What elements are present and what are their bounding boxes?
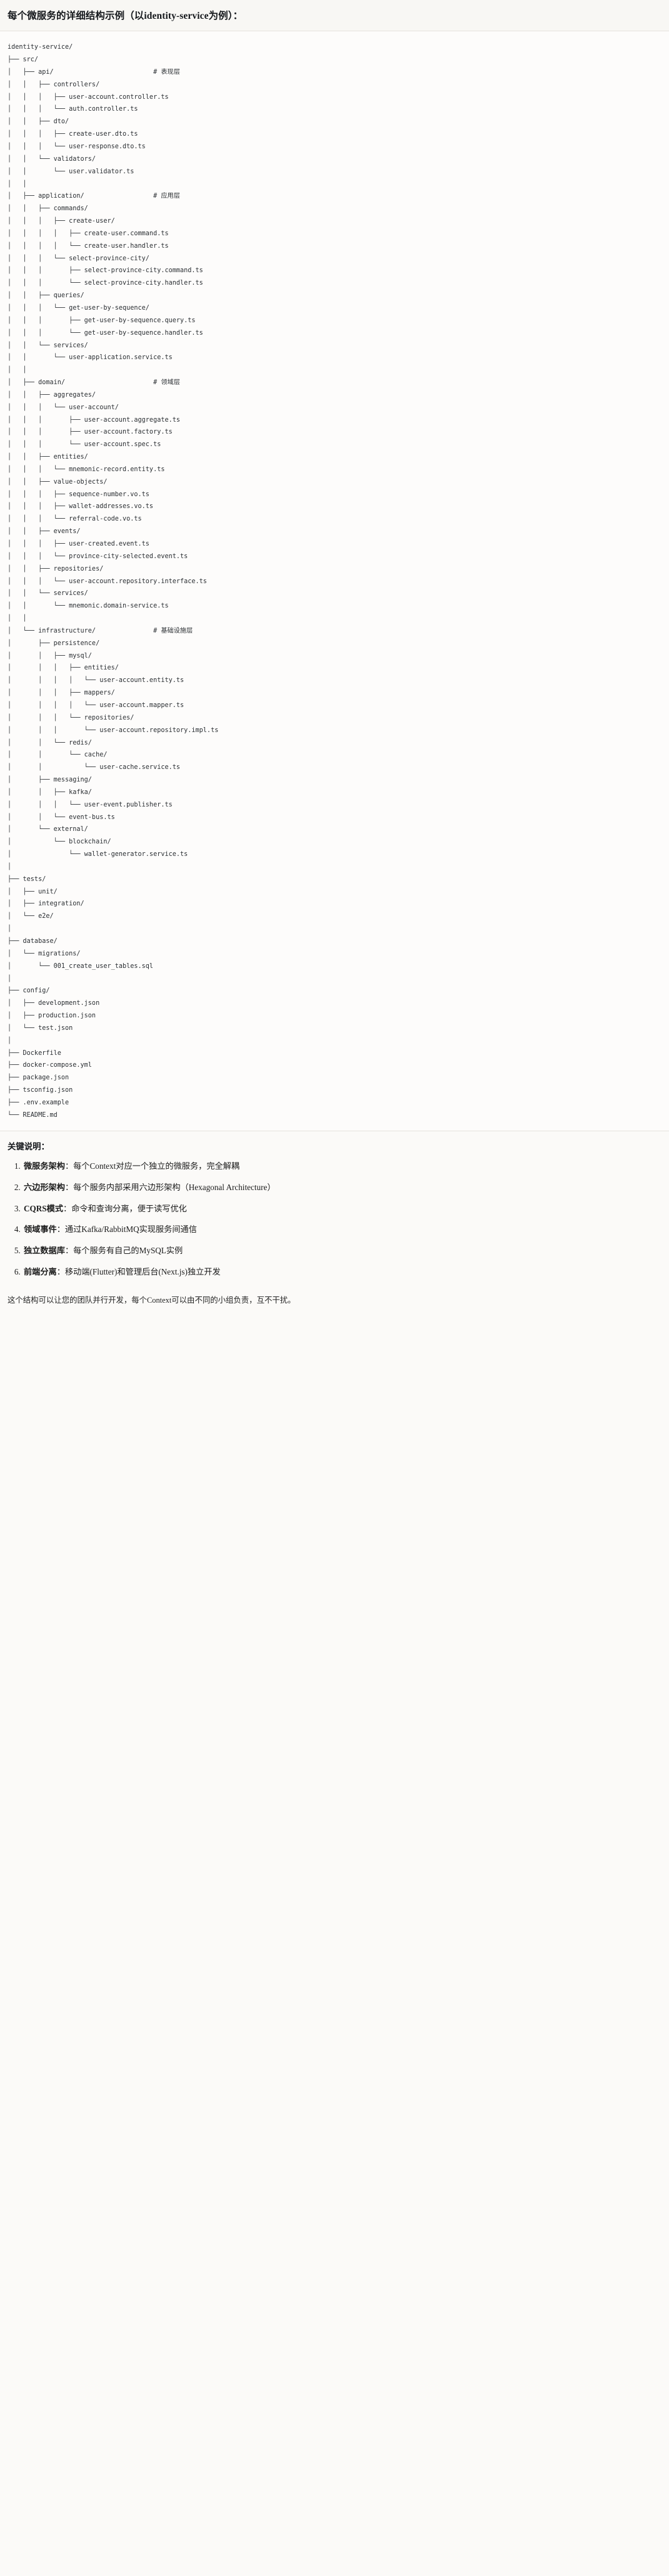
note-term: 领域事件	[24, 1224, 57, 1235]
list-item: 领域事件：通过Kafka/RabbitMQ实现服务间通信	[23, 1223, 661, 1236]
list-item: 前端分离：移动端(Flutter)和管理后台(Next.js)独立开发	[23, 1265, 661, 1279]
note-term: 前端分离	[24, 1267, 57, 1276]
note-desc: ：通过Kafka/RabbitMQ实现服务间通信	[56, 1224, 197, 1235]
list-item: 独立数据库：每个服务有自己的MySQL实例	[23, 1244, 661, 1258]
closing-paragraph: 这个结构可以让您的团队并行开发，每个Context可以由不同的小组负责，互不干扰…	[8, 1295, 296, 1305]
note-term: 独立数据库	[24, 1246, 65, 1256]
note-desc: ：移动端(Flutter)和管理后台(Next.js)独立开发	[56, 1267, 221, 1276]
title-section: 每个微服务的详细结构示例（以identity-service为例）：	[0, 0, 669, 32]
list-item: CQRS模式：命令和查询分离，便于读写优化	[23, 1202, 661, 1216]
note-term: 微服务架构	[24, 1161, 65, 1171]
key-notes-section: 关键说明： 微服务架构：每个Context对应一个独立的微服务，完全解耦 六边形…	[0, 1131, 669, 1290]
key-notes-list: 微服务架构：每个Context对应一个独立的微服务，完全解耦 六边形架构：每个服…	[8, 1159, 661, 1279]
page-title: 每个微服务的详细结构示例（以identity-service为例）：	[8, 11, 243, 21]
note-desc: ：每个服务内部采用六边形架构（Hexagonal Architecture）	[64, 1182, 276, 1192]
list-item: 微服务架构：每个Context对应一个独立的微服务，完全解耦	[23, 1159, 661, 1173]
directory-tree-section: identity-service/ ├── src/ │ ├── api/ # …	[0, 31, 669, 1131]
key-notes-heading: 关键说明：	[8, 1141, 49, 1151]
list-item: 六边形架构：每个服务内部采用六边形架构（Hexagonal Architectu…	[23, 1181, 661, 1194]
note-term: 六边形架构	[24, 1182, 65, 1192]
note-desc: ：每个Context对应一个独立的微服务，完全解耦	[64, 1161, 240, 1171]
note-desc: ：每个服务有自己的MySQL实例	[64, 1246, 183, 1256]
directory-tree: identity-service/ ├── src/ │ ├── api/ # …	[8, 44, 219, 1119]
note-term: CQRS模式	[24, 1203, 64, 1213]
note-desc: ：命令和查询分离，便于读写优化	[63, 1203, 187, 1213]
document-page: 每个微服务的详细结构示例（以identity-service为例）： ident…	[0, 0, 669, 1317]
closing-section: 这个结构可以让您的团队并行开发，每个Context可以由不同的小组负责，互不干扰…	[0, 1290, 669, 1317]
